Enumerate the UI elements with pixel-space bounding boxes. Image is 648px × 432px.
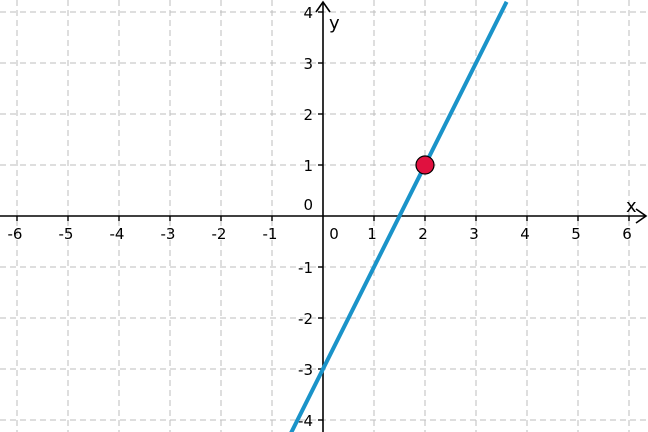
x-tick-label: 4 [520, 225, 530, 243]
x-tick-label: -3 [161, 225, 176, 243]
x-tick-label: -2 [212, 225, 227, 243]
y-tick-label: -3 [298, 361, 313, 379]
x-tick-label: -6 [8, 225, 23, 243]
x-tick-label: 6 [622, 225, 632, 243]
y-axis-label: y [329, 13, 340, 34]
x-tick-label: 3 [469, 225, 479, 243]
x-tick-label: 5 [571, 225, 581, 243]
y-tick-label-origin: 0 [303, 196, 313, 214]
data-point [415, 155, 435, 175]
y-axis-arrow [315, 0, 331, 13]
y-tick-label: -2 [298, 310, 313, 328]
x-tick-label: 2 [418, 225, 428, 243]
y-tick-label: 4 [303, 4, 313, 22]
plot-series [289, 0, 509, 432]
y-tick-label: 1 [303, 157, 313, 175]
y-tick-label: -1 [298, 259, 313, 277]
y-tick-label: 3 [303, 55, 313, 73]
x-tick-label-origin: 0 [329, 225, 339, 243]
y-tick-label: -4 [298, 412, 313, 430]
x-axis-label: x [626, 196, 637, 217]
x-tick-label: -5 [59, 225, 74, 243]
x-axis-arrow [635, 208, 648, 224]
line-series [289, 0, 509, 432]
y-tick-label: 2 [303, 106, 313, 124]
x-tick-label: 1 [367, 225, 377, 243]
tick-labels: -6 -5 -4 -3 -2 -1 1 2 3 4 5 6 00 -4 -3 -2 -1 1 2 3 4 [8, 4, 632, 430]
x-tick-label: -1 [263, 225, 278, 243]
x-tick-label: -4 [110, 225, 125, 243]
